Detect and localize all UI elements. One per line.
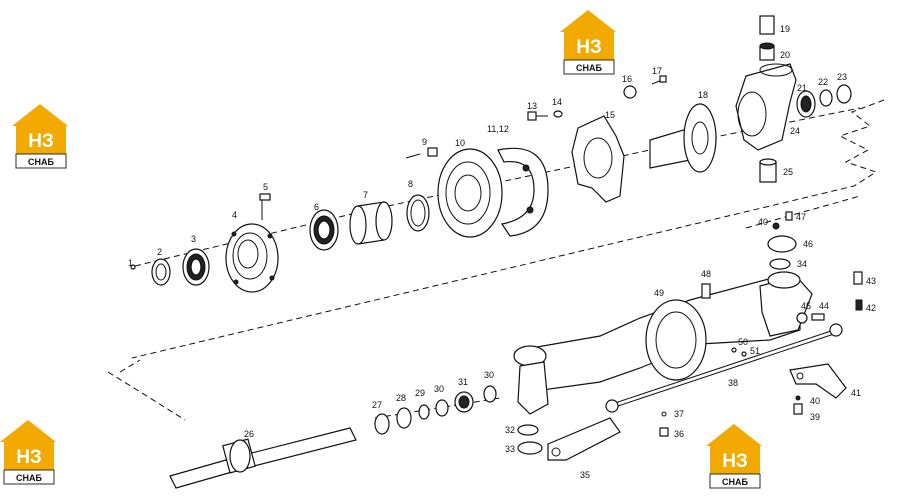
callout-41: 41 (851, 388, 861, 398)
brand-logo-bottom-left: НЗ СНАБ (0, 420, 56, 485)
callout-22: 22 (818, 77, 828, 87)
logo-subtitle: СНАБ (28, 157, 54, 167)
callout-18: 18 (698, 90, 708, 100)
logo-subtitle: СНАБ (576, 63, 602, 73)
callout-3: 3 (191, 234, 196, 244)
brand-logo-left: НЗ СНАБ (12, 104, 68, 169)
callout-10: 10 (455, 138, 465, 148)
logo-letters: НЗ (722, 451, 748, 472)
callout-48: 48 (701, 269, 711, 279)
callout-37: 37 (674, 409, 684, 419)
callout-47: 47 (796, 212, 806, 222)
callout-26: 26 (244, 429, 254, 439)
callout-20: 20 (780, 50, 790, 60)
callout-4: 4 (232, 210, 237, 220)
callout-21: 21 (797, 83, 807, 93)
hub-assembly (130, 15, 852, 293)
callout-51: 51 (750, 346, 760, 356)
logo-subtitle: СНАБ (16, 473, 42, 483)
callout-39: 39 (810, 412, 820, 422)
callout-43: 43 (866, 276, 876, 286)
callout-19: 19 (780, 24, 790, 34)
callout-42: 42 (866, 303, 876, 313)
callout-31: 31 (458, 377, 468, 387)
callout-1: 1 (128, 258, 133, 268)
callout-8: 8 (408, 179, 413, 189)
callout-13: 13 (527, 101, 537, 111)
callout-24: 24 (790, 126, 800, 136)
callout-45: 45 (801, 301, 811, 311)
tie-rod (517, 323, 847, 461)
callout-49: 49 (654, 288, 664, 298)
callout-16: 16 (622, 74, 632, 84)
callout-9: 9 (422, 137, 427, 147)
callout-27: 27 (372, 400, 382, 410)
callout-32: 32 (505, 425, 515, 435)
callout-50: 50 (738, 337, 748, 347)
callout-44: 44 (819, 301, 829, 311)
logo-subtitle: СНАБ (722, 477, 748, 487)
assembly-lines (107, 99, 885, 421)
callout-15: 15 (605, 110, 615, 120)
callout-46: 46 (803, 239, 813, 249)
callout-40a: 40 (810, 396, 820, 406)
callout-33: 33 (505, 444, 515, 454)
callout-29: 29 (415, 388, 425, 398)
callout-35: 35 (580, 470, 590, 480)
callout-30a: 30 (434, 384, 444, 394)
callout-5: 5 (263, 182, 268, 192)
logo-letters: НЗ (28, 131, 54, 152)
callout-7: 7 (363, 190, 368, 200)
callout-36: 36 (674, 429, 684, 439)
brand-logo-bottom-right: НЗ СНАБ (706, 424, 762, 489)
logo-letters: НЗ (576, 37, 602, 58)
callout-14: 14 (552, 97, 562, 107)
callout-38: 38 (728, 378, 738, 388)
callout-labels: 1 2 3 4 5 6 7 8 9 10 11,12 13 14 15 16 1… (128, 24, 876, 480)
callout-6: 6 (314, 202, 319, 212)
callout-11-12: 11,12 (487, 124, 509, 134)
logo-letters: НЗ (16, 447, 42, 468)
callout-28: 28 (396, 393, 406, 403)
brand-logo-top: НЗ СНАБ (560, 10, 616, 75)
callout-30b: 30 (484, 370, 494, 380)
callout-34: 34 (797, 259, 807, 269)
callout-23: 23 (837, 72, 847, 82)
callout-17: 17 (652, 66, 662, 76)
callout-25: 25 (783, 167, 793, 177)
axle-housing (513, 211, 863, 415)
drive-shaft (169, 385, 497, 489)
callout-2: 2 (157, 247, 162, 257)
callout-40b: 40 (758, 217, 768, 227)
